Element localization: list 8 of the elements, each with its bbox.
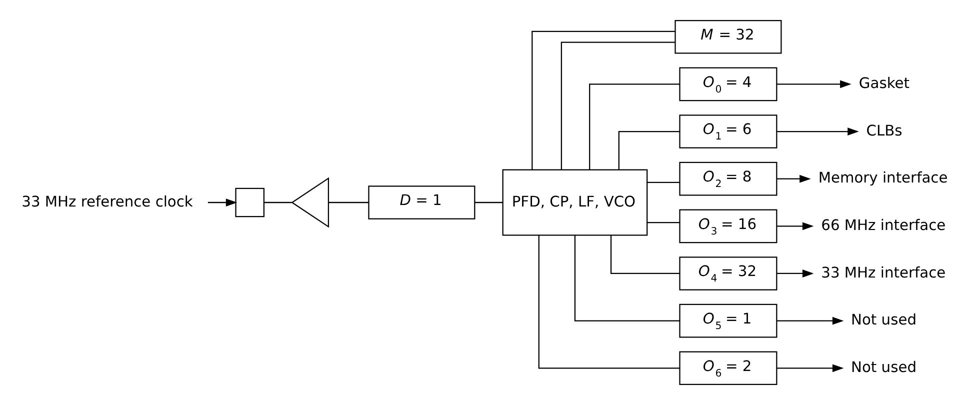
node-text: 33 MHz reference clock [22,192,193,210]
node-text: Not used [851,311,916,328]
node-text: 66 MHz interface [821,216,946,234]
node-text: Gasket [858,74,910,92]
node-text: 33 MHz interface [821,264,946,281]
node-text: CLBs [866,122,902,139]
node-text: Not used [851,358,916,376]
node-text: Memory interface [818,169,948,186]
